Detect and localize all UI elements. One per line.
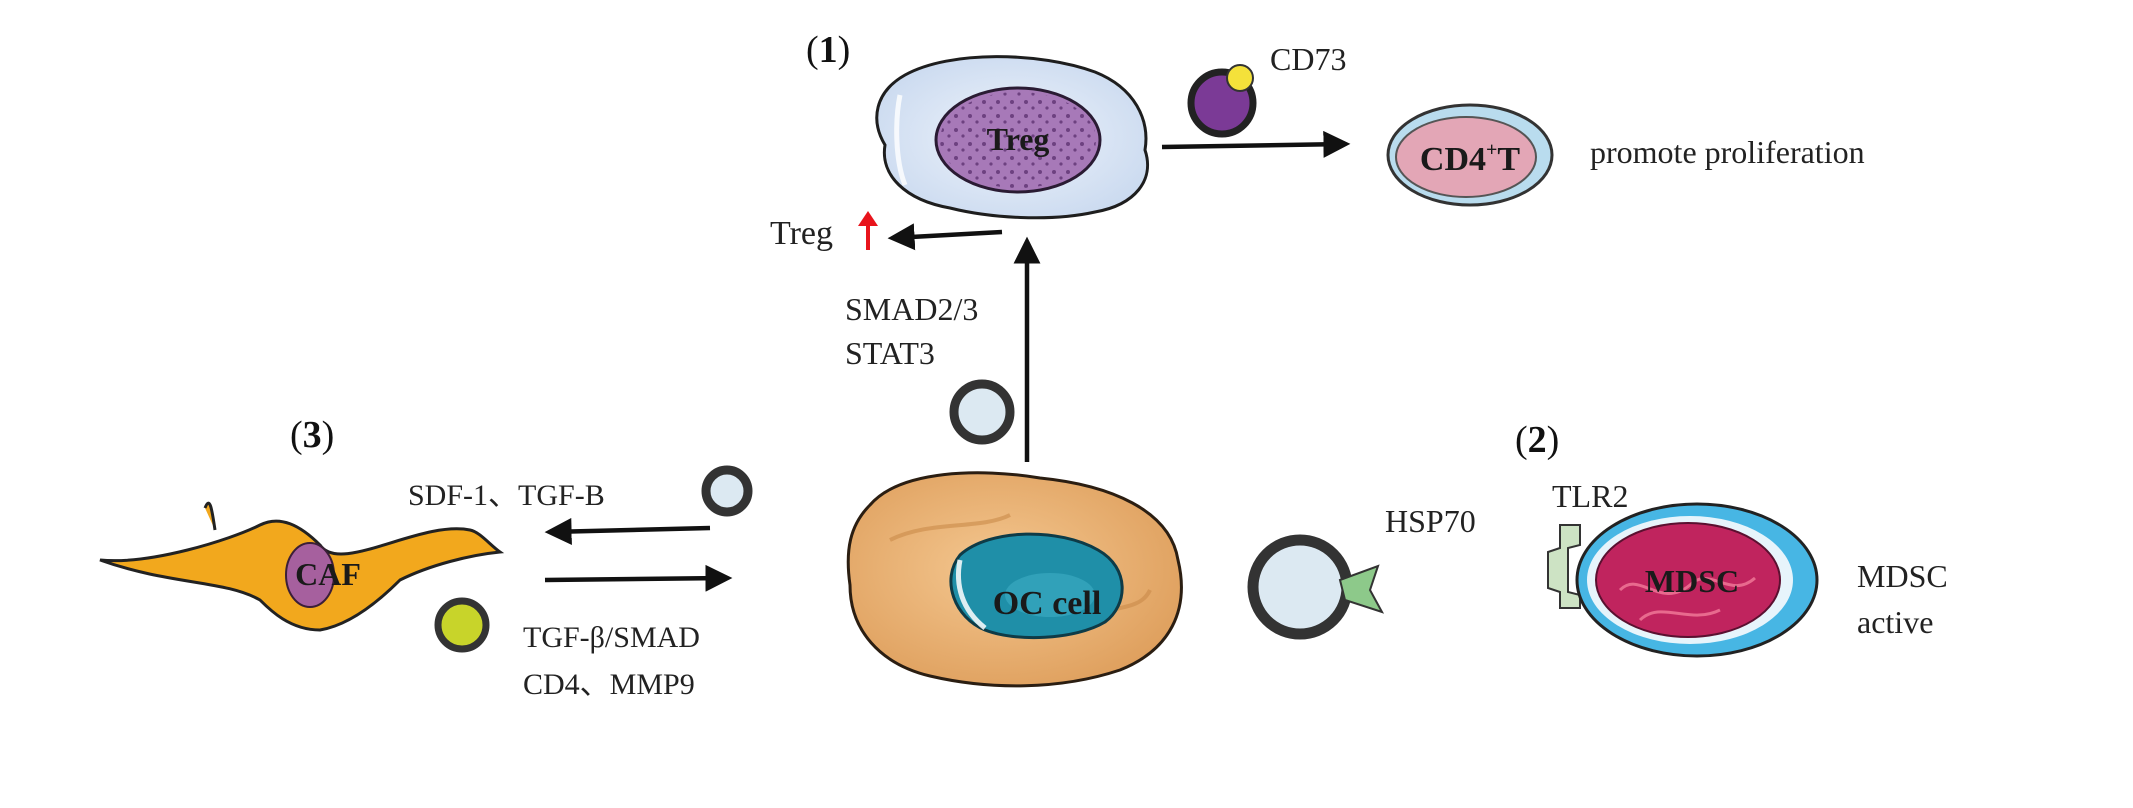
panel-1-open: ( — [806, 29, 819, 71]
arrow-caf-to-oc — [544, 564, 733, 592]
hsp70-label: HSP70 — [1385, 503, 1476, 539]
caf-cell: CAF — [99, 501, 505, 632]
panel-2-open: ( — [1515, 419, 1528, 461]
oc-cell: OC cell — [846, 471, 1183, 688]
tgfb-smad-label: TGF-β/SMAD — [523, 621, 700, 654]
arrow-treg-to-cd4t — [1161, 130, 1351, 158]
smad23-label: SMAD2/3 — [845, 291, 978, 327]
cd4t-cell: CD4+T — [1386, 103, 1554, 207]
panel-1-close: ) — [838, 29, 851, 71]
mdsc-active-line1: MDSC — [1857, 558, 1948, 594]
panel-1-number: 1 — [819, 29, 838, 71]
mdsc-cell-label: MDSC — [1645, 563, 1739, 599]
cd4t-main: CD4 — [1420, 141, 1486, 178]
panel-label-1: (1) — [806, 29, 850, 71]
exosome-vesicle-sdf1 — [701, 465, 753, 517]
panel-3-open: ( — [290, 414, 303, 456]
stat3-label: STAT3 — [845, 335, 935, 371]
panel-3-number: 3 — [303, 414, 322, 456]
treg-cell: Treg — [875, 55, 1150, 220]
arrow-oc-to-caf — [544, 517, 711, 545]
panel-label-2: (2) — [1515, 419, 1559, 461]
panel-3-close: ) — [322, 414, 335, 456]
yellow-vesicle — [434, 597, 490, 653]
panel-label-3: (3) — [290, 414, 334, 456]
promote-proliferation-label: promote proliferation — [1590, 134, 1865, 170]
cd4t-sup: + — [1486, 139, 1497, 161]
cd4t-cell-label: CD4+T — [1420, 139, 1521, 178]
mdsc-active-line2: active — [1857, 604, 1933, 640]
mdsc-nucleus — [1595, 522, 1781, 638]
cd73-label: CD73 — [1270, 41, 1346, 77]
tlr2-receptor-icon — [1547, 524, 1581, 609]
exosome-vesicle-stat3 — [949, 379, 1015, 445]
caf-cell-label: CAF — [295, 556, 361, 592]
cd73-vesicle — [1187, 64, 1257, 138]
arrow-treg-increase — [887, 223, 1003, 251]
treg-up-label: Treg — [770, 215, 833, 252]
caf-nucleus — [285, 542, 335, 608]
panel-2-close: ) — [1547, 419, 1560, 461]
tlr2-label: TLR2 — [1552, 478, 1628, 514]
panel-2-number: 2 — [1528, 419, 1547, 461]
cd4-mmp9-label: CD4、MMP9 — [523, 668, 695, 701]
mdsc-cell: MDSC — [1575, 502, 1819, 658]
cd73-molecule — [1226, 64, 1254, 92]
treg-cell-label: Treg — [987, 121, 1050, 157]
sdf1-tgfb-label: SDF-1、TGF-B — [408, 479, 605, 512]
hsp70-protein — [1338, 564, 1385, 614]
up-arrow-icon — [858, 211, 878, 250]
cd4t-tail: T — [1497, 141, 1520, 178]
oc-cell-label: OC cell — [993, 585, 1102, 622]
hsp70-vesicle — [1247, 534, 1385, 640]
